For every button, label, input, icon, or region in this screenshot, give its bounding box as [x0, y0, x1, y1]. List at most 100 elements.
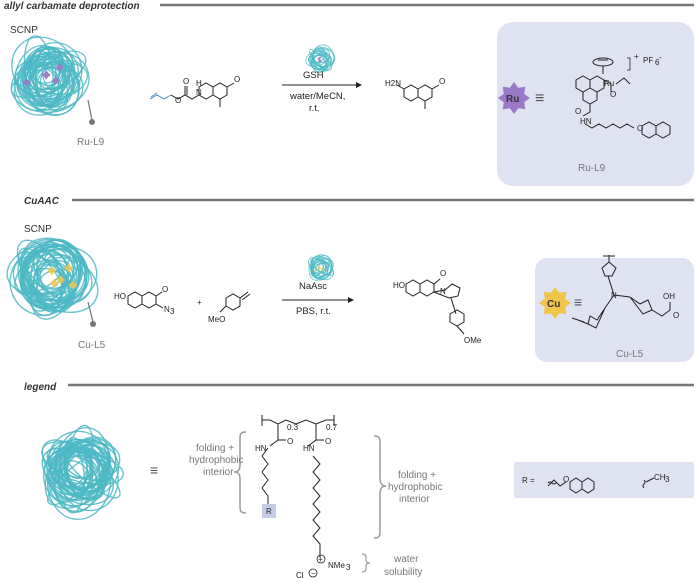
catalyst-site — [318, 266, 322, 270]
legend-brace2-line2: hydrophobic — [388, 482, 442, 493]
scnp-strand — [311, 49, 329, 73]
cu-star-icon — [539, 287, 571, 319]
legend-brace1-line2: hydrophobic — [189, 455, 243, 466]
panel1-substrate-O: O — [175, 96, 181, 105]
legend-brace1-line1: folding + — [196, 443, 234, 454]
scnp-strand — [21, 239, 84, 305]
scnp-strand — [19, 65, 60, 106]
catalyst-site — [317, 57, 321, 61]
panel2-azide-O: O — [162, 285, 168, 294]
legend-O-2: O — [325, 437, 331, 446]
scnp-strand — [46, 447, 99, 492]
legend-cl: Cl — [296, 571, 304, 580]
panel1-catalyst-label: Ru-L9 — [77, 137, 105, 148]
catalyst-site — [55, 62, 65, 72]
panel2-product-O: O — [440, 269, 446, 278]
panel2-tether-bead — [90, 321, 96, 327]
scnp-strand — [25, 62, 88, 103]
scnp-strand — [32, 261, 76, 313]
panel1-tether — [87, 99, 93, 121]
panel1-equiv-sign: ≡ — [535, 90, 544, 107]
scnp-strand — [21, 53, 80, 116]
legend-x2: 0.7 — [326, 423, 338, 432]
panel2-catalyst-label: Cu-L5 — [78, 340, 106, 351]
legend-HN-1: HN — [255, 444, 267, 453]
panel2-catalyst-box — [535, 258, 694, 362]
ru-HN: HN — [580, 117, 592, 126]
panel2-equiv-sign: ≡ — [574, 294, 582, 310]
legend-r-group: R — [266, 507, 272, 516]
legend-HN-2: HN — [303, 444, 315, 453]
catalyst-site — [318, 59, 322, 63]
scnp-strand — [313, 52, 333, 72]
ru-ether-O: O — [637, 124, 643, 133]
ru-counterion-sup: - — [659, 53, 662, 62]
cu-star-label: Cu — [547, 299, 560, 310]
catalyst-site — [49, 278, 59, 288]
ru-O-atom: O — [610, 90, 616, 99]
catalyst-site — [316, 265, 320, 269]
scnp-strand — [17, 46, 79, 107]
panel2-reagent: NaAsc — [299, 281, 327, 292]
panel1-catalyst-box — [497, 22, 694, 186]
legend-r-box — [262, 504, 276, 518]
legend-O-1: O — [287, 437, 293, 446]
section2-title: CuAAC — [24, 196, 60, 207]
panel2-azide-HO: HO — [114, 292, 126, 301]
scnp-strand — [49, 448, 105, 501]
panel1-arrow-scnp — [305, 44, 336, 74]
panel2-box-caption: Cu-L5 — [616, 349, 644, 360]
ru-counterion: PF — [643, 56, 653, 65]
panel2-product-OMe: OMe — [464, 336, 482, 345]
legend-brace-left — [233, 431, 247, 514]
scnp-strand — [309, 49, 328, 71]
panel1-substrate-O2: O — [183, 77, 189, 86]
scnp-strand — [29, 259, 70, 312]
scnp-strand — [25, 253, 99, 313]
section3-title: legend — [24, 382, 57, 393]
scnp-strand — [56, 441, 120, 499]
catalyst-site — [47, 266, 57, 276]
catalyst-site — [68, 280, 78, 290]
ru-atom: Ru — [604, 79, 614, 88]
scnp-strand — [52, 438, 101, 513]
legend-brace1-line3: interior — [203, 467, 234, 478]
ru-ligand-structure — [575, 57, 671, 139]
ru-charge: + — [634, 52, 639, 61]
legend-brace2-line3: interior — [399, 494, 430, 505]
panel2-plus: + — [197, 298, 202, 307]
legend-r-definition-box — [514, 462, 694, 498]
catalyst-site — [314, 269, 318, 273]
panel1-tether-bead — [89, 119, 95, 125]
panel2-arrow-scnp — [308, 254, 334, 281]
panel1-scnp-label: SCNP — [10, 25, 38, 36]
cu-ligand-structure — [571, 255, 671, 329]
ru-counterion-sub: 6 — [655, 58, 660, 67]
catalyst-site — [22, 78, 32, 87]
scnp-strand — [11, 36, 76, 101]
panel2-conditions: PBS, r.t. — [296, 306, 331, 317]
panel1-substrate-H: H — [196, 79, 202, 88]
panel2-scnp-label: SCNP — [24, 224, 52, 235]
scnp-strand — [65, 449, 109, 492]
panel1-product-O: O — [439, 77, 445, 86]
catalyst-site — [51, 76, 61, 85]
legend-nme3: NMe — [328, 561, 345, 570]
legend-r-O: O — [563, 475, 569, 484]
cu-ligand-N: N — [611, 291, 617, 300]
catalyst-site — [318, 56, 322, 60]
legend-r-naphthyl — [547, 477, 655, 494]
legend-r-ch3-sub: 3 — [665, 475, 670, 484]
svg-text:−: − — [311, 569, 316, 578]
ru-star-icon — [498, 82, 530, 114]
scnp-strand — [46, 440, 94, 508]
panel2-azide-substrate — [127, 291, 164, 309]
panel2-tether — [87, 301, 94, 323]
section1-title: allyl carbamate deprotection — [4, 1, 140, 12]
ru-star-label: Ru — [506, 94, 519, 105]
panel2-azide-N: N — [164, 305, 170, 314]
legend-r-equals: R = — [522, 476, 535, 485]
catalyst-site — [320, 267, 324, 271]
panel2-alkyne — [219, 291, 251, 313]
